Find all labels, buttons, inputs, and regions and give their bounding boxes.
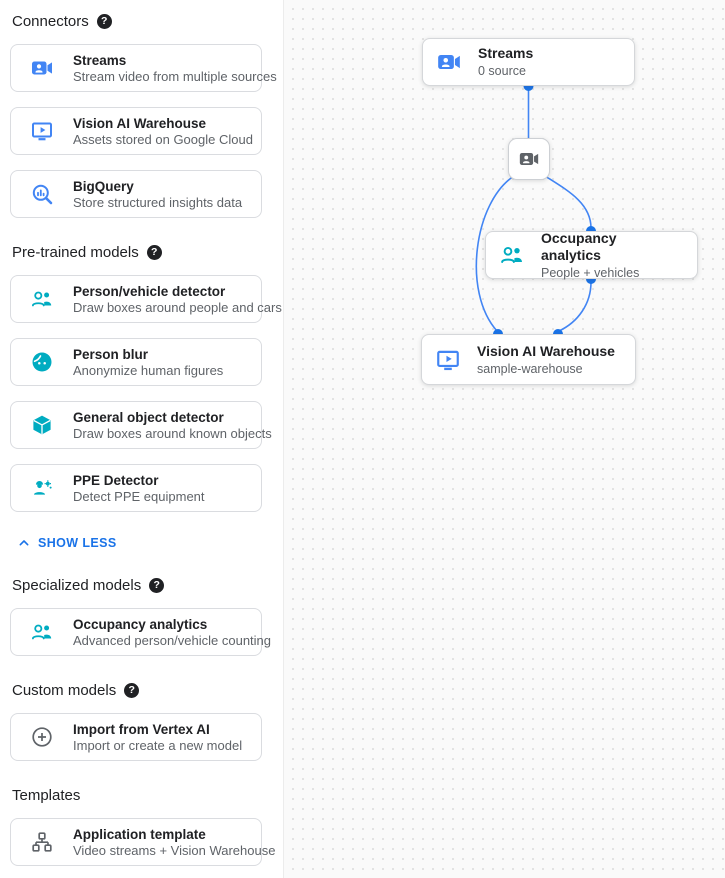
node-subtitle: sample-warehouse [477, 361, 583, 376]
card-title: General object detector [73, 409, 224, 425]
streams-icon [436, 49, 462, 75]
card-person-blur[interactable]: Person blur Anonymize human figures [10, 338, 262, 386]
card-desc: Import or create a new model [73, 737, 243, 753]
section-header-connectors: Connectors ? [12, 13, 283, 30]
card-title: Import from Vertex AI [73, 721, 210, 737]
card-person-vehicle-detector[interactable]: Person/vehicle detector Draw boxes aroun… [10, 275, 282, 323]
section-label: Specialized models [12, 577, 142, 594]
add-circle-icon [11, 725, 73, 749]
node-camera-junction[interactable] [508, 138, 550, 180]
card-title: Person blur [73, 346, 149, 362]
chevron-up-icon [16, 535, 32, 551]
edge-occupancy-to-warehouse [558, 281, 592, 332]
card-title: Occupancy analytics [73, 616, 208, 632]
card-general-object-detector[interactable]: General object detector Draw boxes aroun… [10, 401, 272, 449]
node-title: Occupancy analytics [541, 229, 617, 263]
graph-canvas[interactable]: Streams 0 source Occupancy analytics Peo… [283, 0, 725, 878]
card-title: Application template [73, 826, 206, 842]
help-icon[interactable]: ? [96, 14, 112, 29]
node-subtitle: 0 source [478, 64, 526, 78]
help-icon[interactable]: ? [146, 245, 162, 260]
section-label: Templates [12, 787, 81, 804]
section-label: Connectors [12, 13, 89, 30]
node-title: Vision AI Warehouse [477, 342, 615, 359]
camera-icon [518, 148, 540, 170]
section-header-pretrained-models: Pre-trained models ? [12, 244, 283, 261]
card-desc: Detect PPE equipment [73, 488, 205, 504]
card-bigquery[interactable]: BigQuery Store structured insights data [10, 170, 262, 218]
face-icon [11, 350, 73, 374]
node-title: Streams [478, 45, 534, 61]
card-desc: Anonymize human figures [73, 362, 224, 378]
card-title: PPE Detector [73, 472, 159, 488]
bigquery-icon [11, 182, 73, 206]
edge-junction-to-occupancy [544, 175, 592, 229]
card-title: Vision AI Warehouse [73, 115, 207, 131]
card-desc: Assets stored on Google Cloud [73, 131, 253, 147]
section-header-templates: Templates [12, 787, 283, 804]
show-less-button[interactable]: SHOW LESS [16, 535, 283, 551]
hierarchy-icon [11, 830, 73, 854]
card-streams[interactable]: Streams Stream video from multiple sourc… [10, 44, 277, 92]
card-import-from-vertex-ai[interactable]: Import from Vertex AI Import or create a… [10, 713, 262, 761]
card-vision-ai-warehouse[interactable]: Vision AI Warehouse Assets stored on Goo… [10, 107, 262, 155]
help-icon[interactable]: ? [124, 683, 140, 698]
show-less-label: SHOW LESS [38, 536, 117, 550]
card-title: Streams [73, 52, 127, 68]
card-desc: Draw boxes around people and cars [73, 299, 282, 315]
people-icon [11, 287, 73, 311]
card-ppe-detector[interactable]: PPE Detector Detect PPE equipment [10, 464, 262, 512]
node-streams[interactable]: Streams 0 source [422, 38, 635, 86]
card-desc: Video streams + Vision Warehouse [73, 842, 276, 858]
section-label: Pre-trained models [12, 244, 139, 261]
graph-edges [475, 81, 596, 339]
warehouse-icon [11, 119, 73, 143]
card-title: BigQuery [73, 178, 134, 194]
warehouse-icon [435, 347, 461, 373]
node-subtitle: People + vehicles [541, 265, 640, 280]
card-desc: Draw boxes around known objects [73, 425, 272, 441]
help-icon[interactable]: ? [149, 578, 165, 593]
streams-icon [11, 56, 73, 80]
card-desc: Advanced person/vehicle counting [73, 632, 272, 648]
card-title: Person/vehicle detector [73, 283, 226, 299]
card-occupancy-analytics[interactable]: Occupancy analytics Advanced person/vehi… [10, 608, 272, 656]
card-desc: Store structured insights data [73, 194, 243, 210]
section-header-specialized-models: Specialized models ? [12, 577, 283, 594]
section-header-custom-models: Custom models ? [12, 682, 283, 699]
people-icon [11, 620, 73, 644]
card-desc: Stream video from multiple sources [73, 68, 277, 84]
cube-icon [11, 413, 73, 437]
node-occupancy-analytics[interactable]: Occupancy analytics People + vehicles [485, 229, 698, 280]
people-icon [499, 242, 525, 268]
ppe-icon [11, 476, 73, 500]
section-label: Custom models [12, 682, 117, 699]
node-vision-ai-warehouse[interactable]: Vision AI Warehouse sample-warehouse [421, 334, 636, 385]
card-application-template[interactable]: Application template Video streams + Vis… [10, 818, 276, 866]
component-sidebar: Connectors ? Streams Stream video from m… [0, 0, 283, 878]
